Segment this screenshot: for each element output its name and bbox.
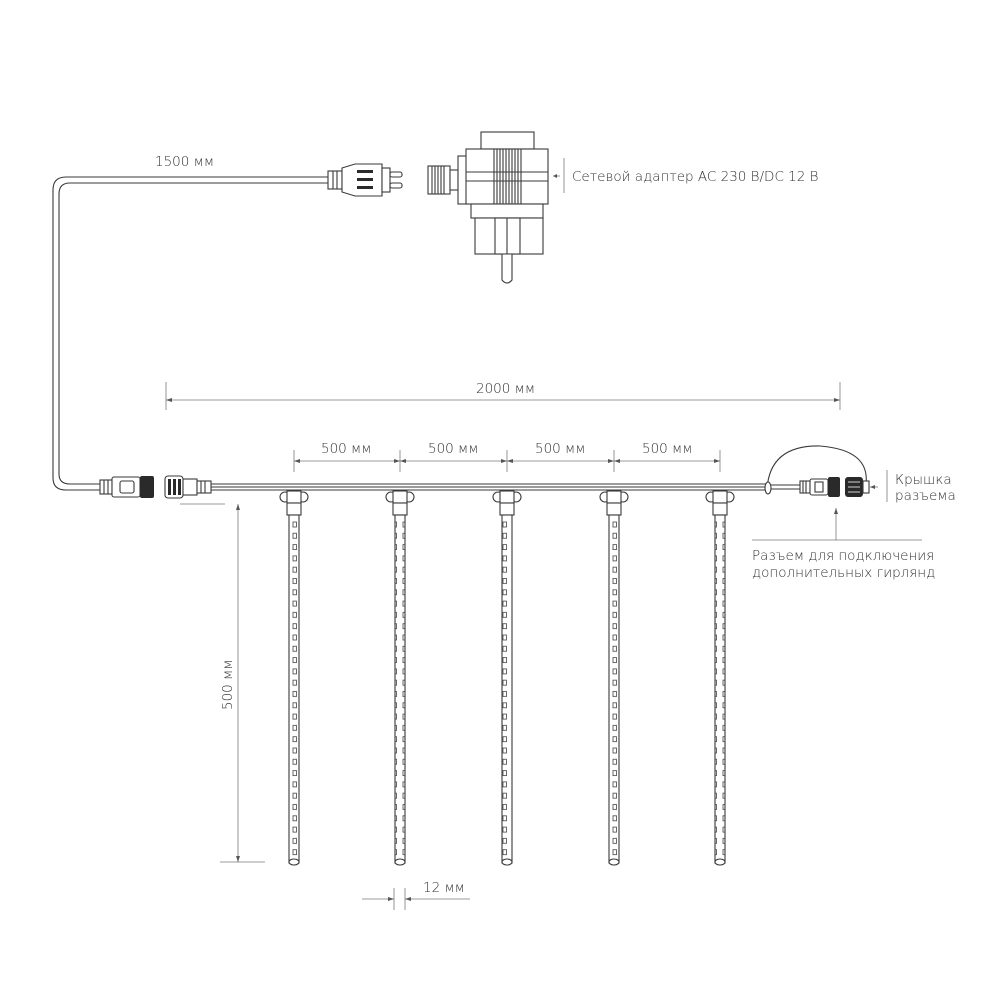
- led-dots: [289, 520, 725, 856]
- power-cord: [52, 176, 330, 491]
- connector-callout: [752, 508, 922, 541]
- tube-length-label: 500 мм: [220, 660, 236, 710]
- tube-length-dimension: [180, 503, 265, 863]
- spacing-label-1: 500 мм: [321, 441, 371, 457]
- connector-label-line1: Разъем для подключения: [752, 548, 934, 564]
- tube-diameter-label: 12 мм: [423, 880, 465, 896]
- power-adapter-icon: [427, 131, 549, 284]
- output-connector-icon: [764, 445, 870, 497]
- total-length-dimension: [165, 382, 841, 410]
- connector-label-line2: дополнительных гирлянд: [752, 565, 935, 581]
- cap-label-line1: Крышка: [895, 472, 952, 488]
- spacing-label-2: 500 мм: [428, 441, 478, 457]
- spacing-label-3: 500 мм: [535, 441, 585, 457]
- spacing-label-4: 500 мм: [642, 441, 692, 457]
- spacing-dimensions: [293, 450, 721, 472]
- total-length-label: 2000 мм: [476, 381, 535, 397]
- cord-plug-icon: [327, 163, 403, 197]
- cable-length-label: 1500 мм: [155, 154, 214, 170]
- input-connector-icon: [99, 475, 212, 499]
- adapter-callout: [553, 158, 565, 193]
- adapter-label: Сетевой адаптер AC 230 В/DC 12 В: [572, 169, 818, 185]
- cap-callout: [870, 470, 888, 502]
- cap-label-line2: разъема: [895, 488, 956, 504]
- tube-diameter-dimension: [362, 888, 470, 910]
- bus-wire: [211, 483, 800, 491]
